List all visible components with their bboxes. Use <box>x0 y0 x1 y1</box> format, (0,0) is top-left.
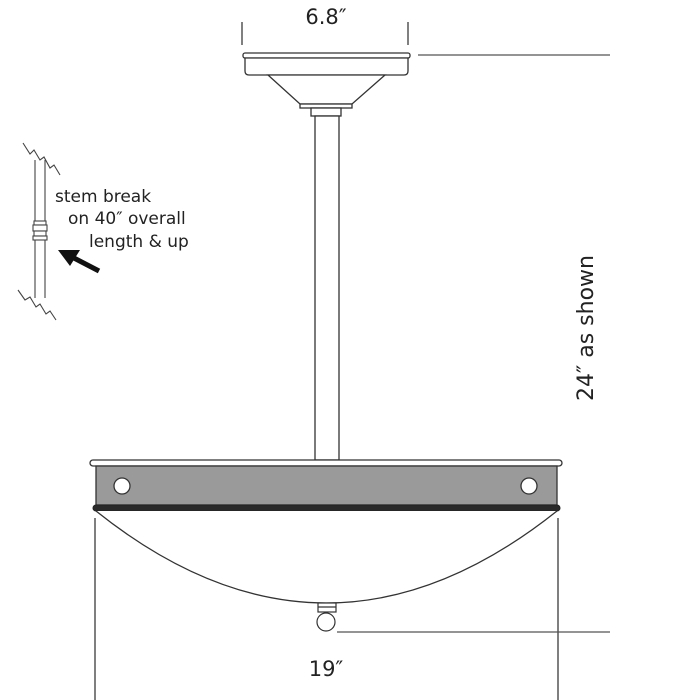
arrow-icon <box>58 250 101 274</box>
bowl-width-label: 19″ <box>309 657 344 681</box>
canopy <box>242 52 411 117</box>
stem <box>314 115 340 461</box>
overall-height-label: 24″ as shown <box>574 255 599 401</box>
stem-break-line2: on 40″ overall <box>68 209 186 229</box>
stem-break-detail <box>17 142 61 321</box>
canopy-dimension: 6.8″ <box>241 5 409 45</box>
stem-break-line1: stem break <box>55 187 151 207</box>
fitter-band <box>89 459 563 512</box>
screw-hole-left <box>113 477 131 495</box>
canopy-width-label: 6.8″ <box>305 5 346 29</box>
glass-bowl <box>95 510 558 604</box>
screw-hole-right <box>520 477 538 495</box>
finial <box>316 602 337 632</box>
stem-break-line3: length & up <box>89 232 189 252</box>
